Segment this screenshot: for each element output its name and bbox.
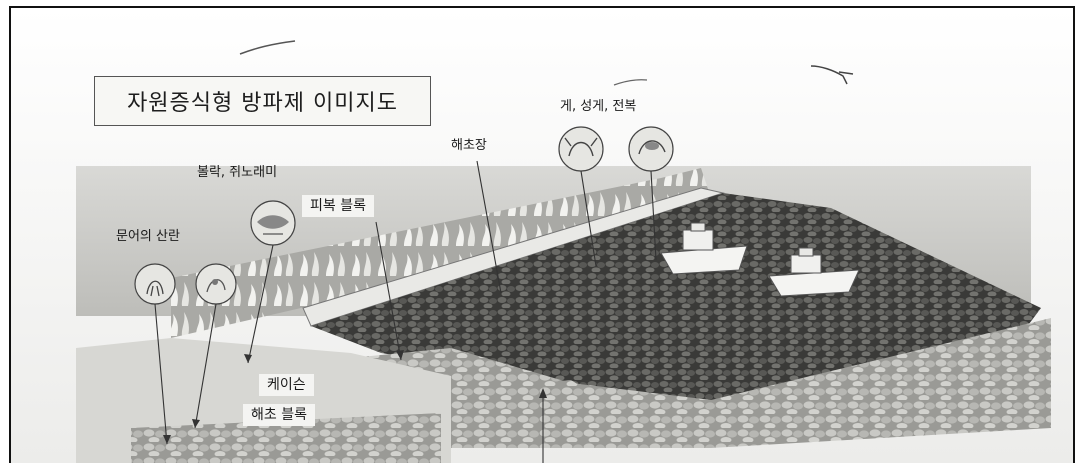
- armor-block-slope: [311, 193, 1041, 408]
- bird-shape: [810, 65, 854, 85]
- caisson-base: [131, 413, 441, 463]
- caisson-block: [491, 380, 631, 448]
- leader-lines: [154, 160, 657, 463]
- fishing-boat: [660, 222, 748, 275]
- wave-splash: [171, 168, 711, 338]
- rockfish-icon: [250, 200, 296, 246]
- label-seaweed-bed: 해초장: [451, 138, 487, 153]
- label-caisson: 케이슨: [259, 374, 314, 396]
- label-rockfish: 볼락, 쥐노래미: [197, 165, 278, 180]
- breakwater-illustration: [11, 8, 1073, 463]
- diagram-frame: 자원증식형 방파제 이미지도 게, 성게, 전복 해초장 볼락, 쥐노래미 피복…: [9, 6, 1075, 463]
- octopus-icon: [134, 263, 176, 305]
- octopus-eggs-icon: [195, 263, 237, 305]
- title-box: 자원증식형 방파제 이미지도: [94, 76, 431, 126]
- label-crab-urchin-abalone: 게, 성게, 전복: [560, 99, 637, 114]
- bird-shape: [613, 79, 648, 86]
- label-octopus-spawning: 문어의 산란: [116, 229, 180, 244]
- abalone-icon: [628, 126, 674, 172]
- fishing-boat: [768, 247, 860, 297]
- label-seaweed-block: 해초 블록: [243, 404, 315, 426]
- page-title: 자원증식형 방파제 이미지도: [127, 91, 398, 116]
- label-armor-block: 피복 블록: [302, 195, 374, 217]
- bird-shape: [239, 40, 296, 55]
- crab-icon: [558, 126, 604, 172]
- arrow-heads: [163, 350, 547, 444]
